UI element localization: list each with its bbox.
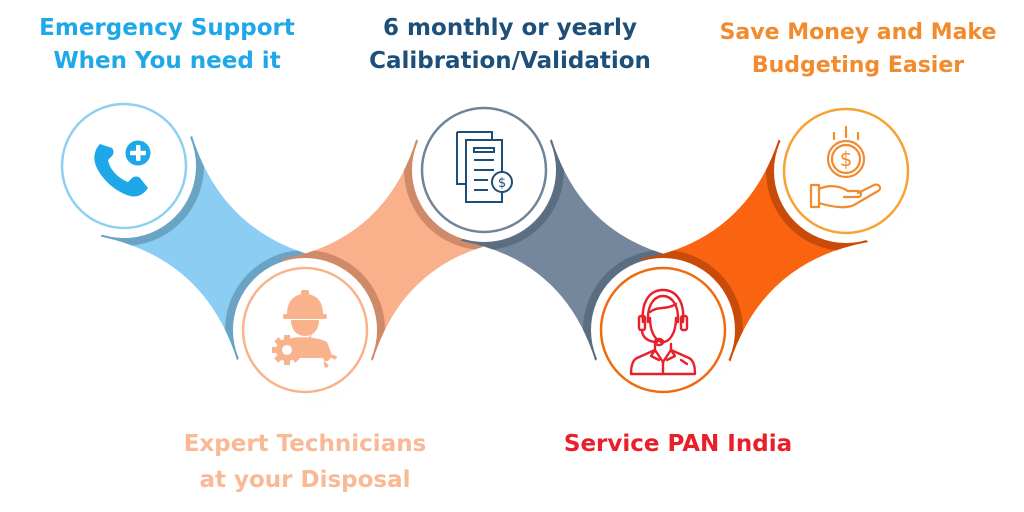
connector-shade <box>282 250 385 361</box>
title-line: Emergency Support <box>39 15 295 41</box>
connector-shade <box>641 250 743 362</box>
title-calibration: 6 monthly or yearly Calibration/Validati… <box>345 12 675 78</box>
documents-dollar-icon: $ <box>456 131 513 203</box>
title-line: Expert Technicians <box>183 431 427 457</box>
phone-plus-icon <box>94 137 154 197</box>
step-circles <box>52 94 918 402</box>
title-expert-technicians: Expert Technicians at your Disposal <box>160 426 450 498</box>
svg-text:$: $ <box>498 176 506 191</box>
hand-coin-icon: $ <box>809 125 882 209</box>
title-save-money: Save Money and Make Budgeting Easier <box>710 16 1006 82</box>
step-circle-pan-india <box>599 266 727 394</box>
technician-tools-icon <box>272 290 338 369</box>
support-agent-icon <box>629 288 697 376</box>
title-line: at your Disposal <box>199 467 411 493</box>
connector-shade <box>766 139 868 251</box>
step-circle-save-money <box>782 107 910 235</box>
title-line: When You need it <box>53 48 281 74</box>
connector-shade <box>461 139 564 250</box>
title-service-pan-india: Service PAN India <box>548 428 808 461</box>
title-line: Service PAN India <box>563 431 793 457</box>
title-emergency-support: Emergency Support When You need it <box>22 12 312 78</box>
title-line: Calibration/Validation <box>369 48 651 74</box>
step-circle-emergency <box>60 102 188 230</box>
svg-text:$: $ <box>840 147 853 171</box>
title-line: 6 monthly or yearly <box>383 15 637 41</box>
connector-shade <box>100 135 204 246</box>
title-line: Save Money and Make <box>719 20 997 45</box>
title-line: Budgeting Easier <box>751 53 965 78</box>
